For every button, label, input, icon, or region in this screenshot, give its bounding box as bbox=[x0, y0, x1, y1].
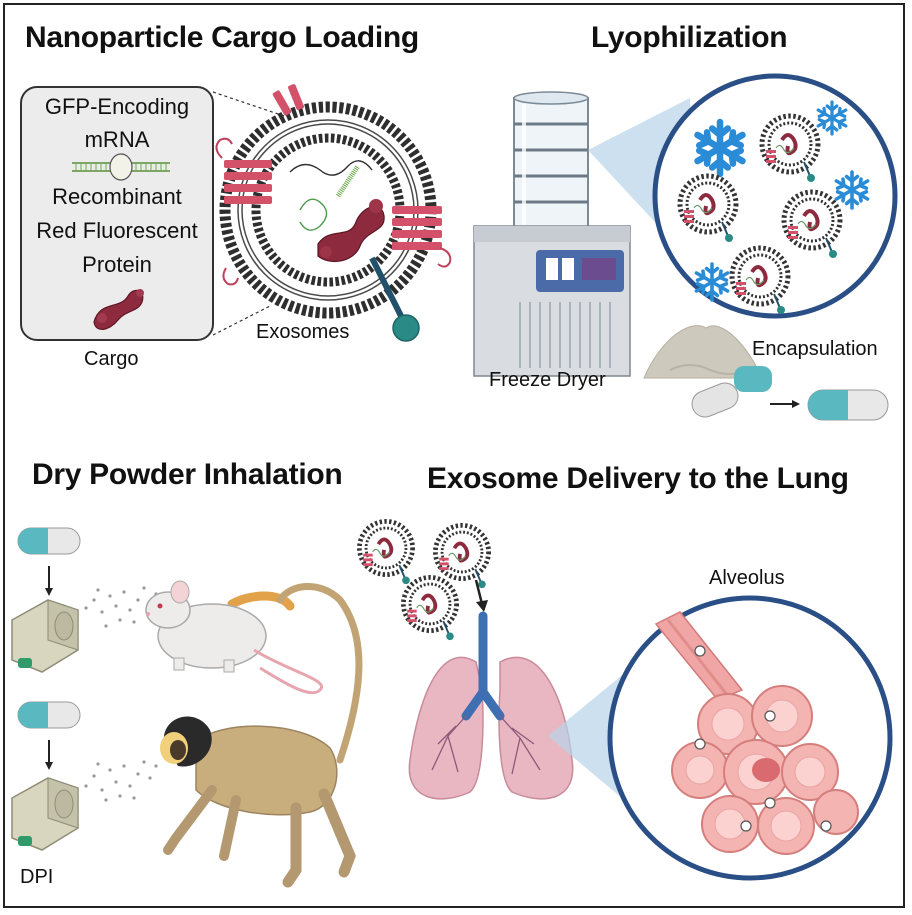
capsule-icon-1 bbox=[17, 527, 81, 555]
lyophilization-section-title: Lyophilization bbox=[591, 21, 788, 54]
arrow-down-icon-1 bbox=[45, 566, 53, 596]
mrna-icon bbox=[72, 153, 170, 181]
encapsulation-label: Encapsulation bbox=[752, 338, 878, 360]
outer-frame bbox=[3, 3, 905, 908]
freeze-dryer-label: Freeze Dryer bbox=[489, 369, 606, 391]
monkey-icon bbox=[160, 583, 363, 888]
cargo-section-title: Nanoparticle Cargo Loading bbox=[25, 21, 419, 54]
mouse-icon bbox=[145, 580, 324, 695]
dpi-label: DPI bbox=[20, 866, 54, 888]
inhaler-icon-1 bbox=[11, 599, 79, 673]
cargo-line-1: GFP-Encoding bbox=[44, 94, 190, 119]
cargo-line-2: mRNA bbox=[84, 127, 150, 152]
cargo-label: Cargo bbox=[84, 348, 139, 370]
exosome-icon-1 bbox=[359, 521, 412, 584]
freeze-dryer-icon bbox=[473, 91, 631, 377]
arrow-right-icon bbox=[770, 400, 800, 408]
delivery-section-title: Exosome Delivery to the Lung bbox=[427, 462, 849, 495]
cargo-box bbox=[20, 86, 214, 341]
capsule-closed-icon bbox=[807, 389, 889, 421]
cargo-line-3: Recombinant bbox=[52, 184, 182, 209]
protein-icon bbox=[93, 289, 144, 330]
powder-spray bbox=[84, 586, 158, 802]
lung-icon bbox=[408, 611, 574, 800]
cargo-line-5: Protein bbox=[82, 252, 152, 277]
capsule-icon-2 bbox=[17, 701, 81, 729]
alveolus-label: Alveolus bbox=[709, 567, 785, 589]
arrow-down-icon-3 bbox=[474, 579, 488, 612]
exosome-large bbox=[215, 84, 452, 342]
lyophilized-exosomes-zoom bbox=[652, 73, 898, 319]
capsule-open-icon bbox=[691, 366, 772, 418]
arrow-down-icon-2 bbox=[45, 740, 53, 770]
inhaler-icon-2 bbox=[11, 777, 79, 851]
alveolus-zoom bbox=[607, 595, 893, 881]
inhalation-section-title: Dry Powder Inhalation bbox=[32, 458, 343, 491]
exosomes-label: Exosomes bbox=[256, 321, 350, 343]
cargo-line-4: Red Fluorescent bbox=[36, 218, 198, 243]
